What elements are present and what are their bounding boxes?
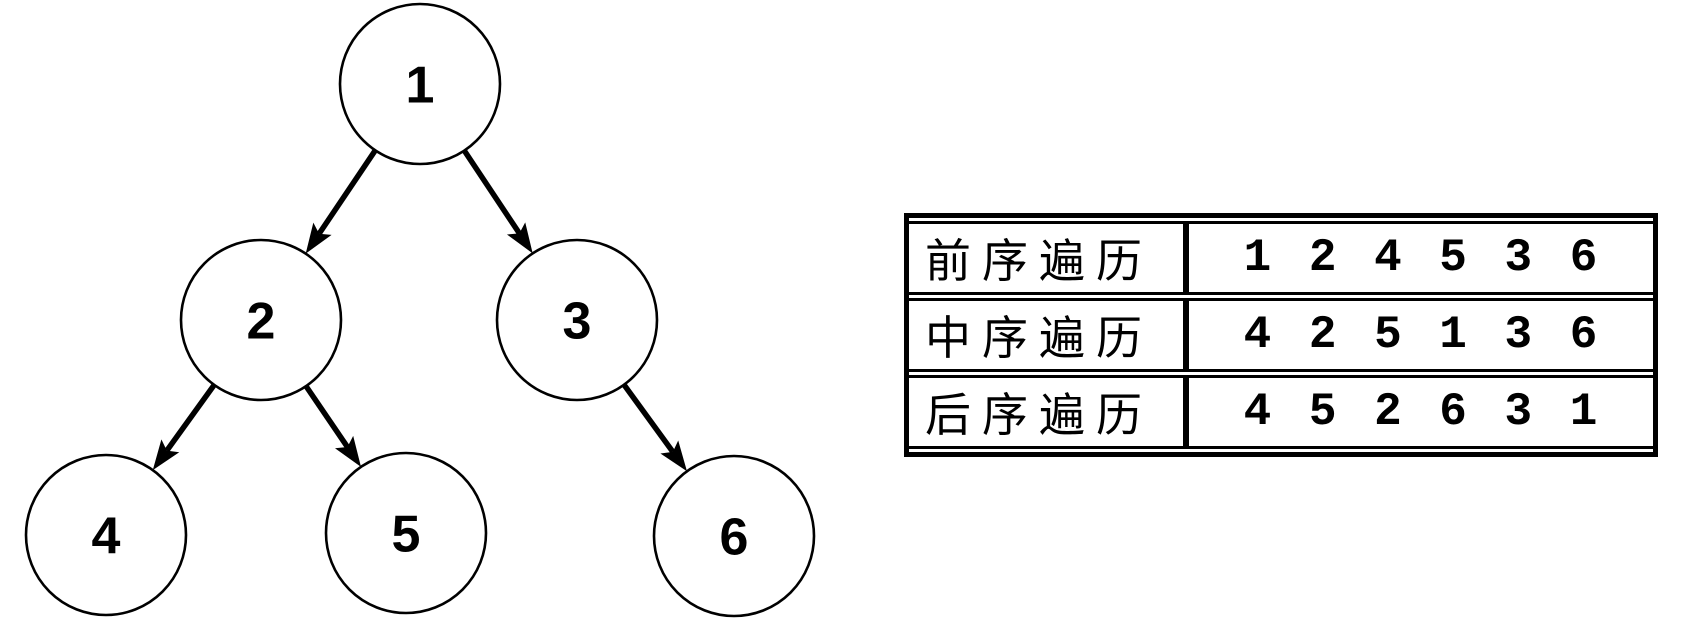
- table-row-postorder: 后序遍历 4 5 2 6 3 1: [909, 375, 1653, 449]
- edge-line: [316, 148, 378, 236]
- node-value: 1: [406, 57, 435, 115]
- edge-line: [303, 384, 350, 449]
- node-circle: [179, 238, 343, 402]
- traversal-table: 前序遍历 1 2 4 5 3 6 中序遍历 4 2 5 1 3 6 后序遍历 4…: [904, 213, 1658, 457]
- traversal-sequence-postorder: 4 5 2 6 3 1: [1189, 375, 1653, 449]
- node-circle: [324, 451, 488, 615]
- tree-node-2: 2: [179, 238, 343, 402]
- traversal-label-postorder: 后序遍历: [909, 375, 1189, 449]
- edge-3-6: [621, 383, 687, 472]
- arrowhead-icon: [152, 439, 180, 471]
- edge-2-4: [152, 383, 217, 471]
- traversal-sequence-inorder: 4 2 5 1 3 6: [1189, 298, 1653, 372]
- node-value: 5: [392, 506, 421, 564]
- node-circle: [652, 454, 816, 618]
- traversal-label-preorder: 前序遍历: [909, 221, 1189, 295]
- edge-line: [621, 383, 676, 454]
- table-row-inorder: 中序遍历 4 2 5 1 3 6: [909, 298, 1653, 372]
- traversal-label-inorder: 中序遍历: [909, 298, 1189, 372]
- edge-2-5: [303, 384, 361, 467]
- tree-node-5: 5: [324, 451, 488, 615]
- arrowhead-icon: [506, 222, 533, 254]
- tree-node-4: 4: [24, 453, 188, 617]
- arrowhead-icon: [660, 440, 687, 472]
- tree-node-6: 6: [652, 454, 816, 618]
- tree-node-3: 3: [495, 238, 659, 402]
- edge-line: [462, 149, 522, 235]
- table-row-preorder: 前序遍历 1 2 4 5 3 6: [909, 221, 1653, 295]
- node-value: 3: [563, 293, 592, 351]
- node-circle: [24, 453, 188, 617]
- arrowhead-icon: [335, 435, 361, 467]
- node-value: 6: [720, 509, 749, 567]
- arrowhead-icon: [305, 222, 332, 254]
- edge-line: [164, 383, 217, 453]
- node-value: 2: [247, 293, 276, 351]
- tree-node-1: 1: [338, 2, 502, 166]
- node-circle: [495, 238, 659, 402]
- traversal-sequence-preorder: 1 2 4 5 3 6: [1189, 221, 1653, 295]
- node-value: 4: [92, 508, 121, 566]
- edge-1-3: [462, 149, 533, 254]
- binary-tree-diagram: 1 2 3 4 5 6: [24, 2, 816, 618]
- edge-1-2: [305, 148, 378, 254]
- node-circle: [338, 2, 502, 166]
